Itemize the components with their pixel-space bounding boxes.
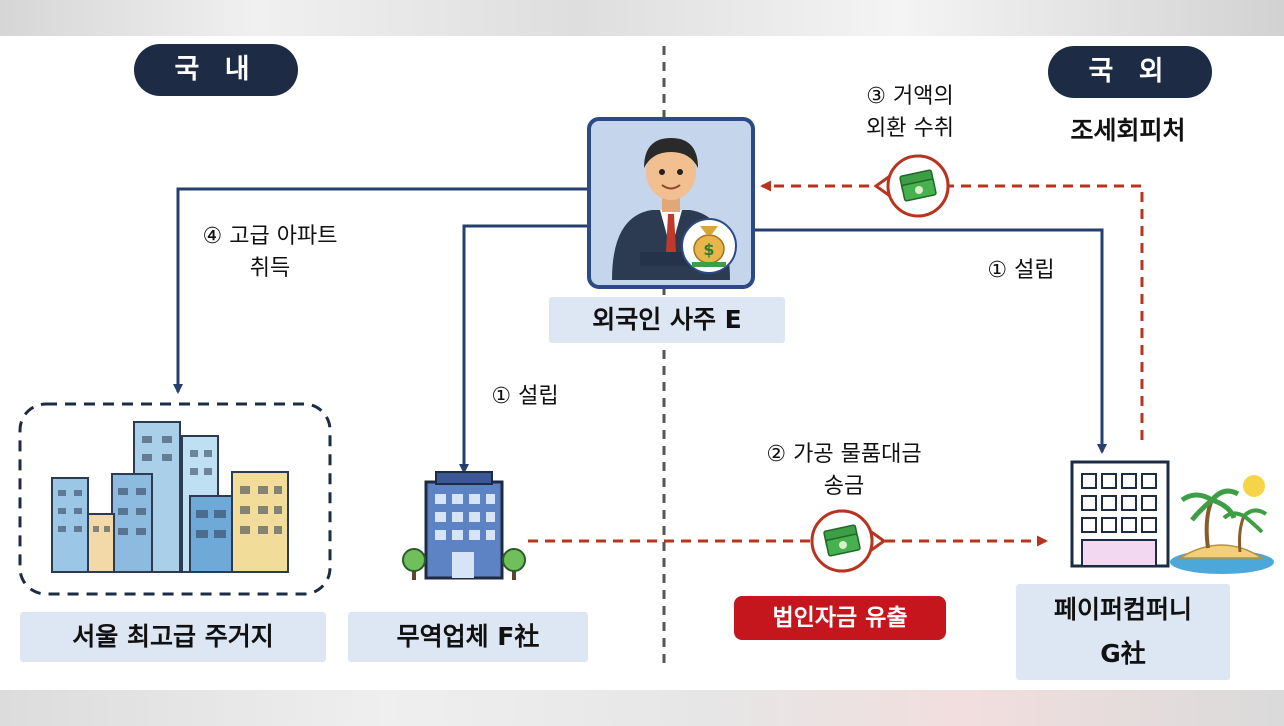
owner-portrait: $ (587, 117, 755, 289)
tax-haven-label: 조세회피처 (1070, 116, 1186, 145)
money-bag-icon: $ (681, 218, 737, 274)
arrow-fx-receipt (760, 180, 1144, 440)
owner-label: 외국인 사주 E (549, 297, 785, 343)
seoul-housing-label: 서울 최고급 주거지 (20, 612, 326, 662)
step1-label-right: ① 설립 (987, 258, 1055, 283)
step1-label-left: ① 설립 (491, 384, 559, 409)
arrow-establish-paper-company (754, 228, 1107, 454)
office-building-icon (1070, 460, 1170, 568)
paper-company-label-line2: G社 (1100, 639, 1146, 668)
paper-company-label-line1: 페이퍼컴퍼니 (1053, 595, 1192, 624)
island-palm-icon (1170, 475, 1274, 574)
cash-bundle-icon (823, 524, 861, 557)
domestic-region-label: 국 내 (134, 44, 298, 96)
cash-pin-remittance (810, 509, 887, 573)
overseas-region-label: 국 외 (1048, 46, 1212, 98)
cash-pin-fx (873, 154, 950, 218)
city-buildings-icon (51, 421, 289, 573)
svg-text:$: $ (703, 240, 714, 259)
tree-icon (402, 548, 526, 580)
step2-label-line2: 송금 (823, 474, 865, 499)
step4-label-line1: ④ 고급 아파트 (202, 224, 338, 249)
step3-label-line2: 외환 수취 (866, 116, 954, 141)
seoul-housing-frame (18, 402, 332, 596)
office-building-icon (424, 471, 504, 580)
arrow-apartment-purchase (173, 187, 590, 394)
corporate-fund-outflow-badge: 법인자금 유출 (734, 596, 946, 640)
paper-company-box: 페이퍼컴퍼니 G社 (1016, 584, 1230, 680)
step2-label-line1: ② 가공 물품대금 (766, 442, 922, 467)
step3-label-line1: ③ 거액의 (866, 84, 954, 109)
bottom-band (0, 690, 1284, 726)
trading-company-label: 무역업체 F社 (348, 612, 588, 662)
top-band (0, 0, 1284, 36)
step4-label-line2: 취득 (249, 256, 291, 281)
arrow-establish-trading-company (459, 224, 590, 474)
cash-bundle-icon (899, 169, 937, 202)
